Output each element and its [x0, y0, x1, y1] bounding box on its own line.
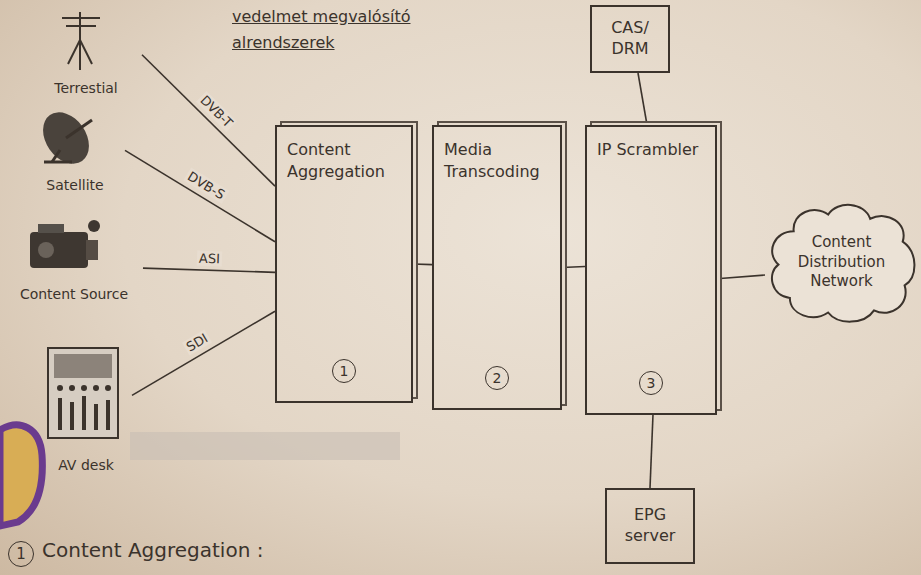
callout-number: 3 [639, 371, 663, 395]
source-icon: AV desk [40, 340, 132, 475]
section-heading: Content Aggregation : [42, 538, 263, 562]
signal-label: DVB-T [196, 91, 237, 132]
process-box: IP Scrambler 3 [585, 125, 717, 415]
terrestrial-antenna [62, 12, 100, 70]
av-desk [48, 348, 118, 438]
node-label: CAS/ DRM [600, 18, 660, 60]
heading-note: vedelmet megvalósító alrendszerek [232, 4, 492, 55]
node-label: Content Source [20, 286, 128, 302]
satellite-dish [34, 104, 99, 173]
connector-line [562, 266, 585, 269]
node-label: AV desk [58, 457, 114, 473]
callout-number: 1 [8, 541, 34, 567]
process-box: Media Transcoding 2 [432, 125, 562, 410]
connector-line [717, 275, 765, 279]
source-icon: Terrestial [30, 8, 142, 98]
callout-number: 2 [485, 366, 509, 390]
node-label: Media Transcoding [444, 139, 550, 182]
connector-line [132, 311, 275, 395]
video-camera [30, 220, 100, 268]
source-icon: Satellite [25, 100, 125, 195]
node-label: Satellite [46, 177, 103, 193]
signal-label: ASI [197, 250, 222, 266]
purple-object [0, 425, 42, 526]
signal-label: SDI [182, 330, 212, 356]
connector-line [142, 55, 275, 186]
node-label: EPG server [615, 505, 685, 547]
connector-line [143, 268, 275, 272]
node-label: Content Distribution Network [791, 233, 892, 292]
connector-line [125, 150, 275, 241]
signal-label: DVB-S [183, 168, 229, 204]
node-label: Terrestial [54, 80, 118, 96]
source-icon: Content Source [5, 212, 143, 304]
blurred-strip [130, 432, 400, 460]
network-cloud: Content Distribution Network [765, 200, 918, 325]
node-label: IP Scrambler [597, 139, 705, 161]
connector-line [650, 415, 653, 488]
connector-line [638, 73, 647, 125]
server-box: EPG server [605, 488, 695, 564]
node-label: Content Aggregation [287, 139, 401, 182]
process-box: Content Aggregation 1 [275, 125, 413, 403]
callout-number: 1 [332, 359, 356, 383]
connector-line [413, 263, 432, 265]
system-box: CAS/ DRM [590, 5, 670, 73]
